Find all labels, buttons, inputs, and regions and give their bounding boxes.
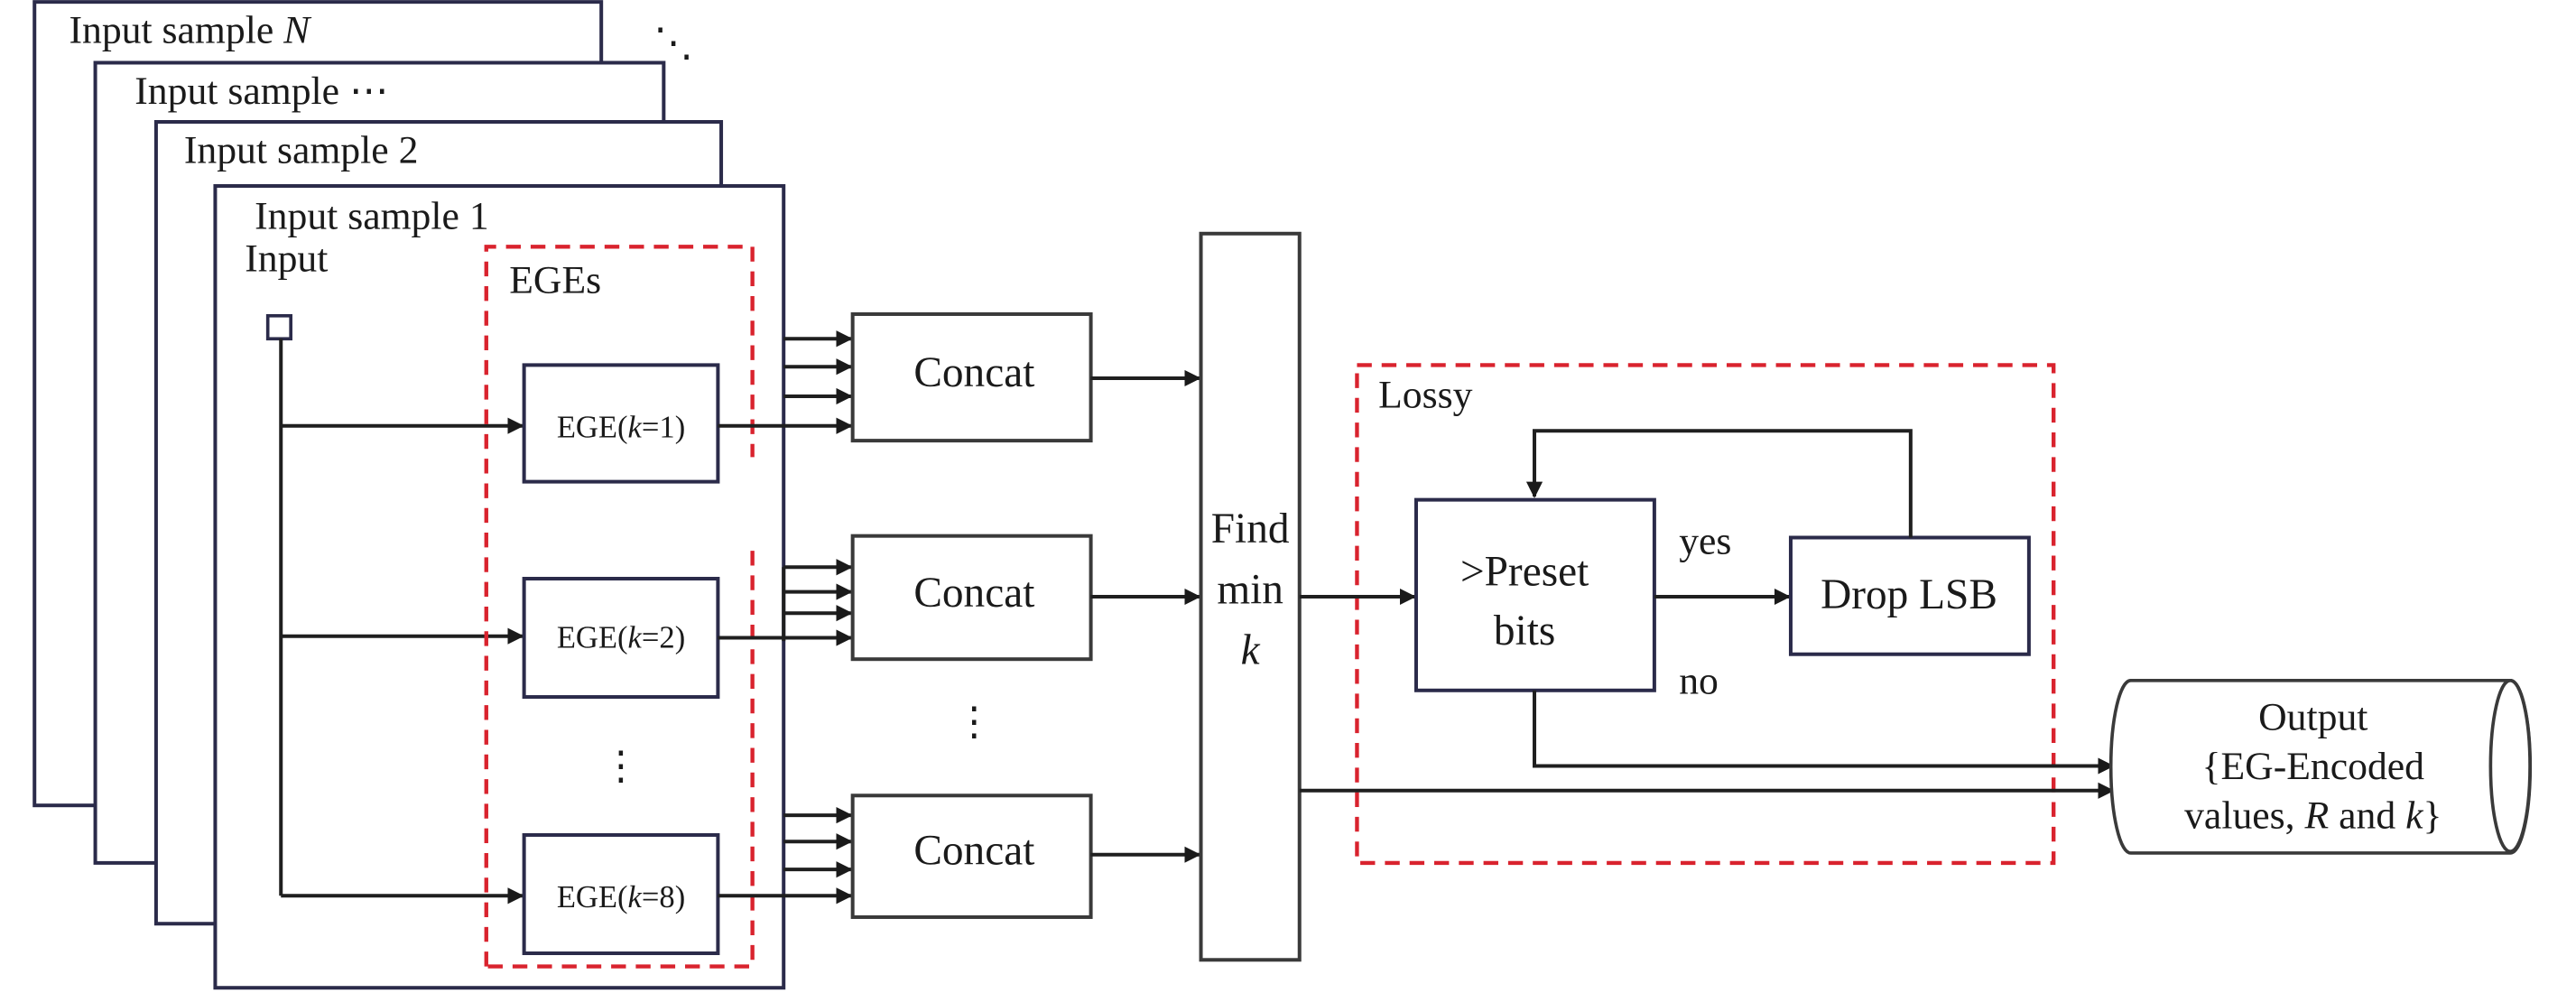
lossy-group-box [1355, 363, 2056, 866]
ege-block-k8: EGE(k=8) [522, 832, 720, 956]
drop-lsb-label: Drop LSB [1821, 571, 1997, 618]
eges-group-box-top [484, 245, 755, 967]
output-line2: {EG-Encoded [2202, 745, 2425, 788]
find-min-line2: min [1217, 566, 1283, 613]
preset-bits-block: >Preset bits [1413, 497, 1656, 692]
find-min-line1: Find [1211, 506, 1290, 552]
input-sample-2-label: Input sample 2 [184, 129, 419, 172]
concat-block-3: Concat [850, 793, 1093, 919]
concat-3-inputs [718, 807, 853, 905]
ege-block-k2: EGE(k=2) [522, 577, 720, 700]
output-line3: values, R and k} [2184, 794, 2442, 838]
ege-block-k1-label: EGE(k=1) [557, 410, 685, 444]
lossy-group-label: Lossy [1378, 374, 1473, 417]
input-sample-dots-label: Input sample ⋯ [134, 70, 388, 113]
ege-block-k8-label: EGE(k=8) [557, 880, 685, 914]
ege-block-k2-label: EGE(k=2) [557, 620, 685, 654]
concat-2-inputs [718, 559, 853, 646]
input-label: Input [245, 237, 328, 281]
drop-lsb-block: Drop LSB [1788, 535, 2031, 656]
preset-no-to-output-arrow [1533, 690, 2115, 775]
concat-block-1: Concat [850, 311, 1093, 443]
stack-ellipsis: ⋱ [653, 22, 693, 65]
no-label: no [1679, 659, 1719, 702]
output-line1: Output [2258, 695, 2368, 738]
drop-lsb-feedback-arrow [1525, 429, 1913, 538]
find-min-line3: k [1241, 627, 1261, 674]
output-storage-cylinder: Output {EG-Encoded values, R and k} [2108, 679, 2533, 855]
input-sample-1-label: Input sample 1 [255, 194, 489, 237]
input-sample-n-label: Input sample N [69, 9, 312, 52]
concat-block-2: Concat [850, 534, 1093, 662]
ege-block-k1: EGE(k=1) [522, 363, 720, 484]
yes-label: yes [1679, 520, 1731, 563]
preset-bits-line1: >Preset [1460, 548, 1589, 595]
concat-block-2-label: Concat [913, 570, 1034, 617]
eges-group-box-bottom [486, 551, 755, 969]
eges-vertical-ellipsis: ⋮ [601, 745, 641, 788]
eges-group-label: EGEs [509, 258, 601, 302]
concat-block-3-label: Concat [913, 828, 1034, 875]
input-port [265, 313, 292, 341]
concat-block-1-label: Concat [913, 349, 1034, 396]
find-min-k-block: Find min k [1199, 231, 1302, 962]
preset-bits-line2: bits [1494, 608, 1555, 654]
concat-1-inputs [718, 330, 853, 434]
concat-vertical-ellipsis: ⋮ [955, 701, 995, 744]
